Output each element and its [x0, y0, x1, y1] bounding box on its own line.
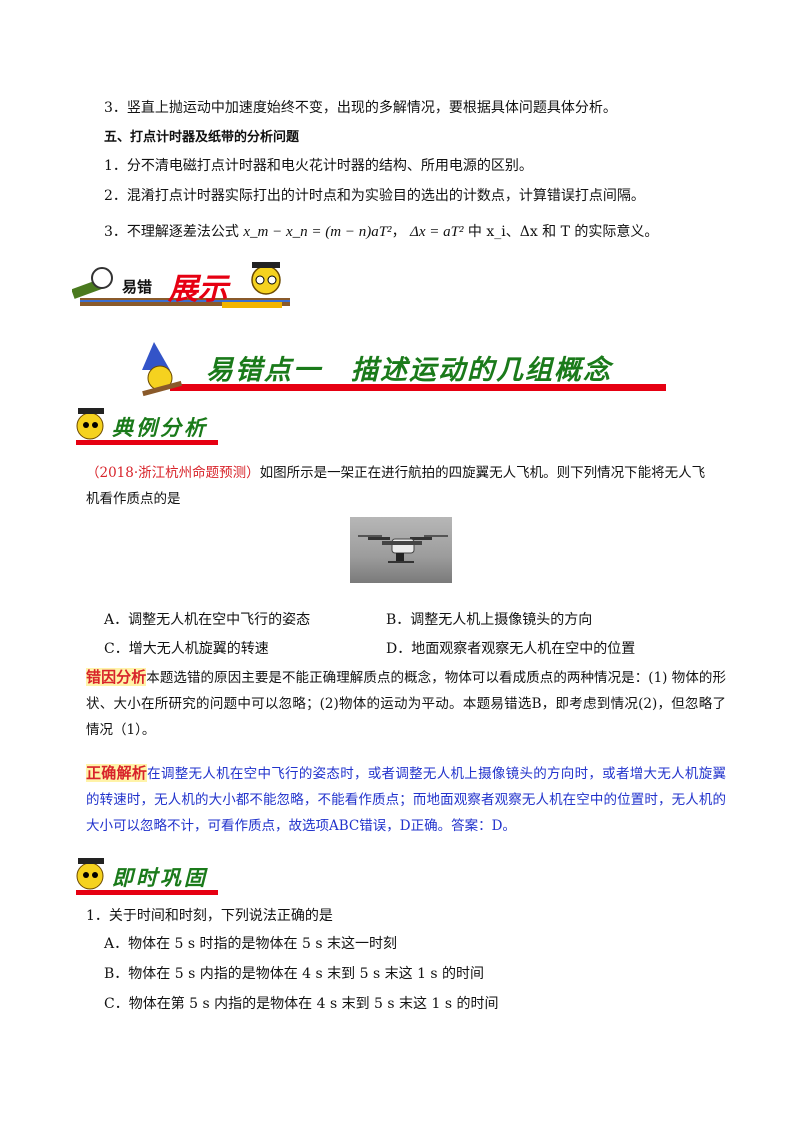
s5-item-3-prefix: 3．不理解逐差法公式	[104, 224, 239, 240]
error-text: 本题选错的原因主要是不能正确理解质点的概念，物体可以看成质点的两种情况是：(1)…	[86, 670, 726, 738]
s5-item-2: 2．混淆打点计时器实际打出的计时点和为实验目的选出的计数点，计算错误打点间隔。	[104, 188, 645, 204]
exercise-q1: 1．关于时间和时刻，下列说法正确的是	[86, 908, 333, 924]
banner-consolidate-title: 即时巩固	[112, 865, 208, 890]
drone-photo	[350, 517, 452, 583]
correct-text: 在调整无人机在空中飞行的姿态时，或者调整无人机上摄像镜头的方向时，或者增大无人机…	[86, 766, 726, 834]
example-question-line-2: 机看作质点的是	[86, 491, 181, 507]
option-a: A．调整无人机在空中飞行的姿态	[104, 612, 311, 628]
example-question: （2018·浙江杭州命题预测）如图所示是一架正在进行航拍的四旋翼无人飞机。则下列…	[86, 460, 726, 512]
mascot-icon	[76, 408, 218, 445]
option-d: D．地面观察者观察无人机在空中的位置	[386, 641, 636, 657]
option-c: C．增大无人机旋翼的转速	[104, 641, 269, 657]
banner-example-title: 典例分析	[112, 415, 208, 440]
error-analysis: 错因分析本题选错的原因主要是不能正确理解质点的概念，物体可以看成质点的两种情况是…	[86, 664, 726, 743]
error-label: 错因分析	[86, 668, 147, 686]
item-3-text: 3．竖直上抛运动中加速度始终不变，出现的多解情况，要根据具体问题具体分析。	[104, 100, 617, 116]
wizard-icon	[142, 342, 666, 397]
banner-point-1: 易错点一 描述运动的几组概念	[140, 340, 670, 398]
example-question-line-1: 如图所示是一架正在进行航拍的四旋翼无人飞机。则下列情况下能将无人飞	[259, 465, 706, 481]
formula-delta-x: Δx = aT²	[410, 224, 464, 240]
s5-item-1: 1．分不清电磁打点计时器和电火花计时器的结构、所用电源的区别。	[104, 158, 533, 174]
mascot-icon	[76, 858, 218, 895]
exercise-option-b: B．物体在 5 s 内指的是物体在 4 s 末到 5 s 末这 1 s 的时间	[104, 966, 485, 982]
section-5-title: 五、打点计时器及纸带的分析问题	[104, 130, 300, 145]
s5-item-3-suffix: 中 x_i、Δx 和 T 的实际意义。	[467, 224, 659, 240]
option-b: B．调整无人机上摄像镜头的方向	[386, 612, 593, 628]
exercise-option-c: C．物体在第 5 s 内指的是物体在 4 s 末到 5 s 末这 1 s 的时间	[104, 996, 499, 1012]
banner-consolidate: 即时巩固	[72, 854, 222, 900]
formula-successive-difference: x_m − x_n = (m − n)aT²	[243, 224, 392, 240]
correct-analysis: 正确解析在调整无人机在空中飞行的姿态时，或者调整无人机上摄像镜头的方向时，或者增…	[86, 760, 726, 839]
banner-example: 典例分析	[72, 404, 222, 450]
s5-item-3: 3．不理解逐差法公式 x_m − x_n = (m − n)aT²， Δx = …	[104, 224, 659, 240]
banner-show-prefix: 易错	[122, 278, 153, 296]
correct-label: 正确解析	[86, 764, 148, 782]
magnifier-icon	[71, 262, 290, 308]
exercise-option-a: A．物体在 5 s 时指的是物体在 5 s 末这一时刻	[104, 936, 397, 952]
banner-show-main: 展示	[168, 272, 228, 307]
example-source: （2018·浙江杭州命题预测）	[86, 465, 260, 481]
banner-show: 易错 展示	[71, 262, 292, 312]
drone-icon	[358, 535, 448, 563]
banner-point-1-title: 易错点一 描述运动的几组概念	[206, 355, 612, 386]
